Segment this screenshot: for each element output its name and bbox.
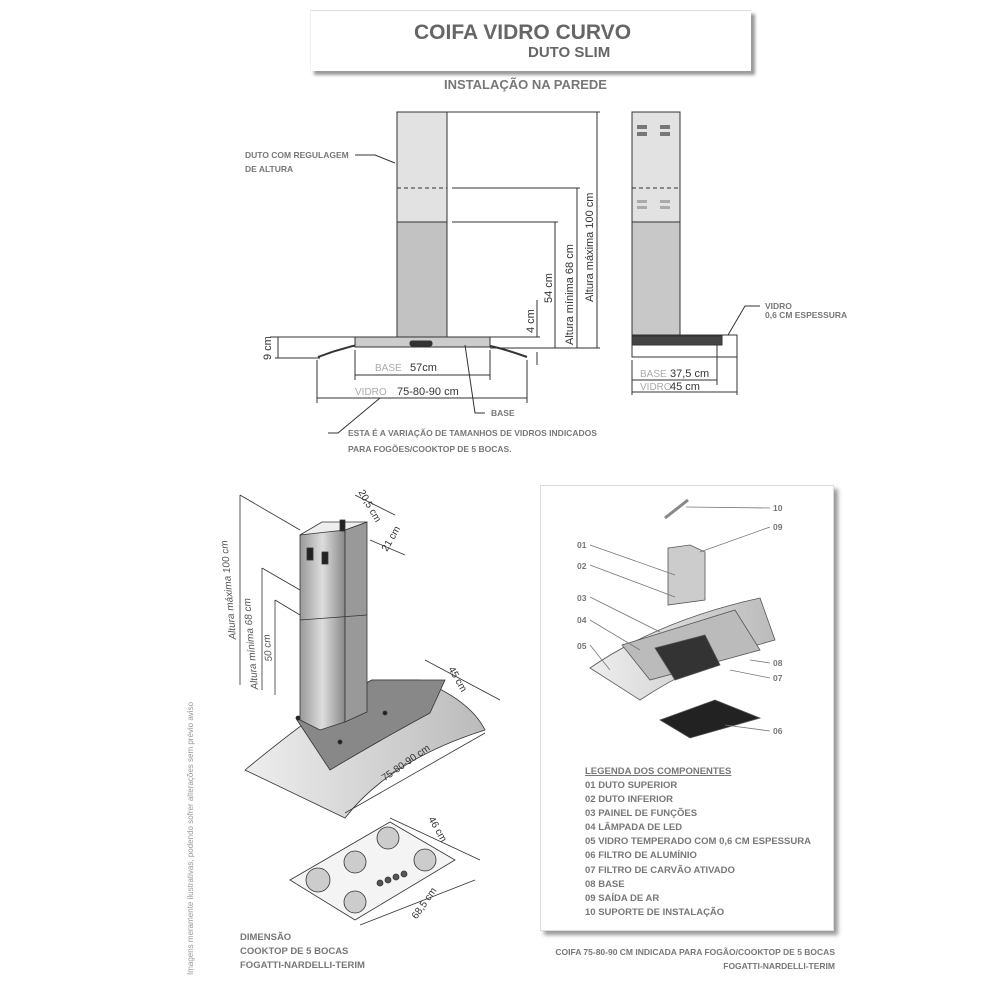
front-min-height: Altura mínima 68 cm <box>564 244 576 345</box>
callout-01: 01 <box>577 540 587 550</box>
isometric-view <box>239 494 501 926</box>
legend-item: 04 LÂMPADA DE LED <box>585 822 683 834</box>
duct-label-line2: DE ALTURA <box>245 164 294 174</box>
iso-caption-3: FOGATTI-NARDELLI-TERIM <box>240 960 365 971</box>
callout-02: 02 <box>577 561 587 571</box>
side-base-word: BASE <box>640 369 667 380</box>
callout-10: 10 <box>773 503 783 513</box>
disclaimer: Imagens meramente ilustrativas, podendo … <box>186 701 195 975</box>
section-title: INSTALAÇÃO NA PAREDE <box>444 77 607 92</box>
legend-list: 01 DUTO SUPERIOR 02 DUTO INFERIOR 03 PAI… <box>585 779 811 920</box>
front-4cm: 4 cm <box>525 309 537 333</box>
legend-item: 08 BASE <box>585 878 625 890</box>
exploded-caption-1: COIFA 75-80-90 CM INDICADA PARA FOGÃO/CO… <box>555 947 835 957</box>
note-line1: ESTA É A VARIAÇÃO DE TAMANHOS DE VIDROS … <box>348 428 597 438</box>
side-glass-thickness: 0,6 CM ESPESSURA <box>765 310 848 320</box>
front-9cm: 9 cm <box>262 336 274 360</box>
page-title: COIFA VIDRO CURVO <box>414 21 632 44</box>
side-glass-label: VIDRO <box>765 301 792 311</box>
callout-07: 07 <box>773 673 783 683</box>
base-callout: BASE <box>491 408 515 418</box>
iso-50cm: 50 cm <box>261 633 275 662</box>
front-glass-value: 75-80-90 cm <box>397 386 459 398</box>
callout-05: 05 <box>577 641 587 651</box>
legend-item: 07 FILTRO DE CARVÃO ATIVADO <box>585 864 735 876</box>
callout-09: 09 <box>773 522 783 532</box>
legend-item: 05 VIDRO TEMPERADO COM 0,6 CM ESPESSURA <box>585 836 811 848</box>
legend-item: 03 PAINEL DE FUNÇÕES <box>585 808 698 820</box>
side-view <box>631 111 760 395</box>
front-view <box>270 111 600 434</box>
legend-item: 02 DUTO INFERIOR <box>585 794 673 806</box>
front-max-height: Altura máxima 100 cm <box>584 192 596 302</box>
front-54cm: 54 cm <box>543 273 555 303</box>
iso-caption-1: DIMENSÃO <box>240 932 292 943</box>
callout-04: 04 <box>577 615 587 625</box>
exploded-drawing <box>589 498 776 739</box>
iso-caption-2: COOKTOP DE 5 BOCAS <box>240 946 349 957</box>
legend-item: 06 FILTRO DE ALUMÍNIO <box>585 850 697 862</box>
front-base-word: BASE <box>375 363 402 374</box>
legend-item: 10 SUPORTE DE INSTALAÇÃO <box>585 906 725 918</box>
note-line2: PARA FOGÕES/COOKTOP DE 5 BOCAS. <box>348 444 512 454</box>
legend-title: LEGENDA DOS COMPONENTES <box>585 766 732 777</box>
legend-item: 09 SAÍDA DE AR <box>585 892 660 904</box>
callout-06: 06 <box>773 726 783 736</box>
side-glass-value: 45 cm <box>670 381 700 393</box>
callout-03: 03 <box>577 593 587 603</box>
legend-item: 01 DUTO SUPERIOR <box>585 780 678 791</box>
title-box <box>310 10 751 71</box>
exploded-caption-2: FOGATTI-NARDELLI-TERIM <box>723 961 835 971</box>
front-base-value: 57cm <box>410 362 437 374</box>
duct-label-line1: DUTO COM REGULAGEM <box>245 150 349 160</box>
front-glass-word: VIDRO <box>355 387 387 398</box>
page-subtitle: DUTO SLIM <box>528 44 611 61</box>
side-base-value: 37,5 cm <box>670 368 710 380</box>
side-glass-word: VIDRO <box>640 382 672 393</box>
callout-08: 08 <box>773 658 783 668</box>
